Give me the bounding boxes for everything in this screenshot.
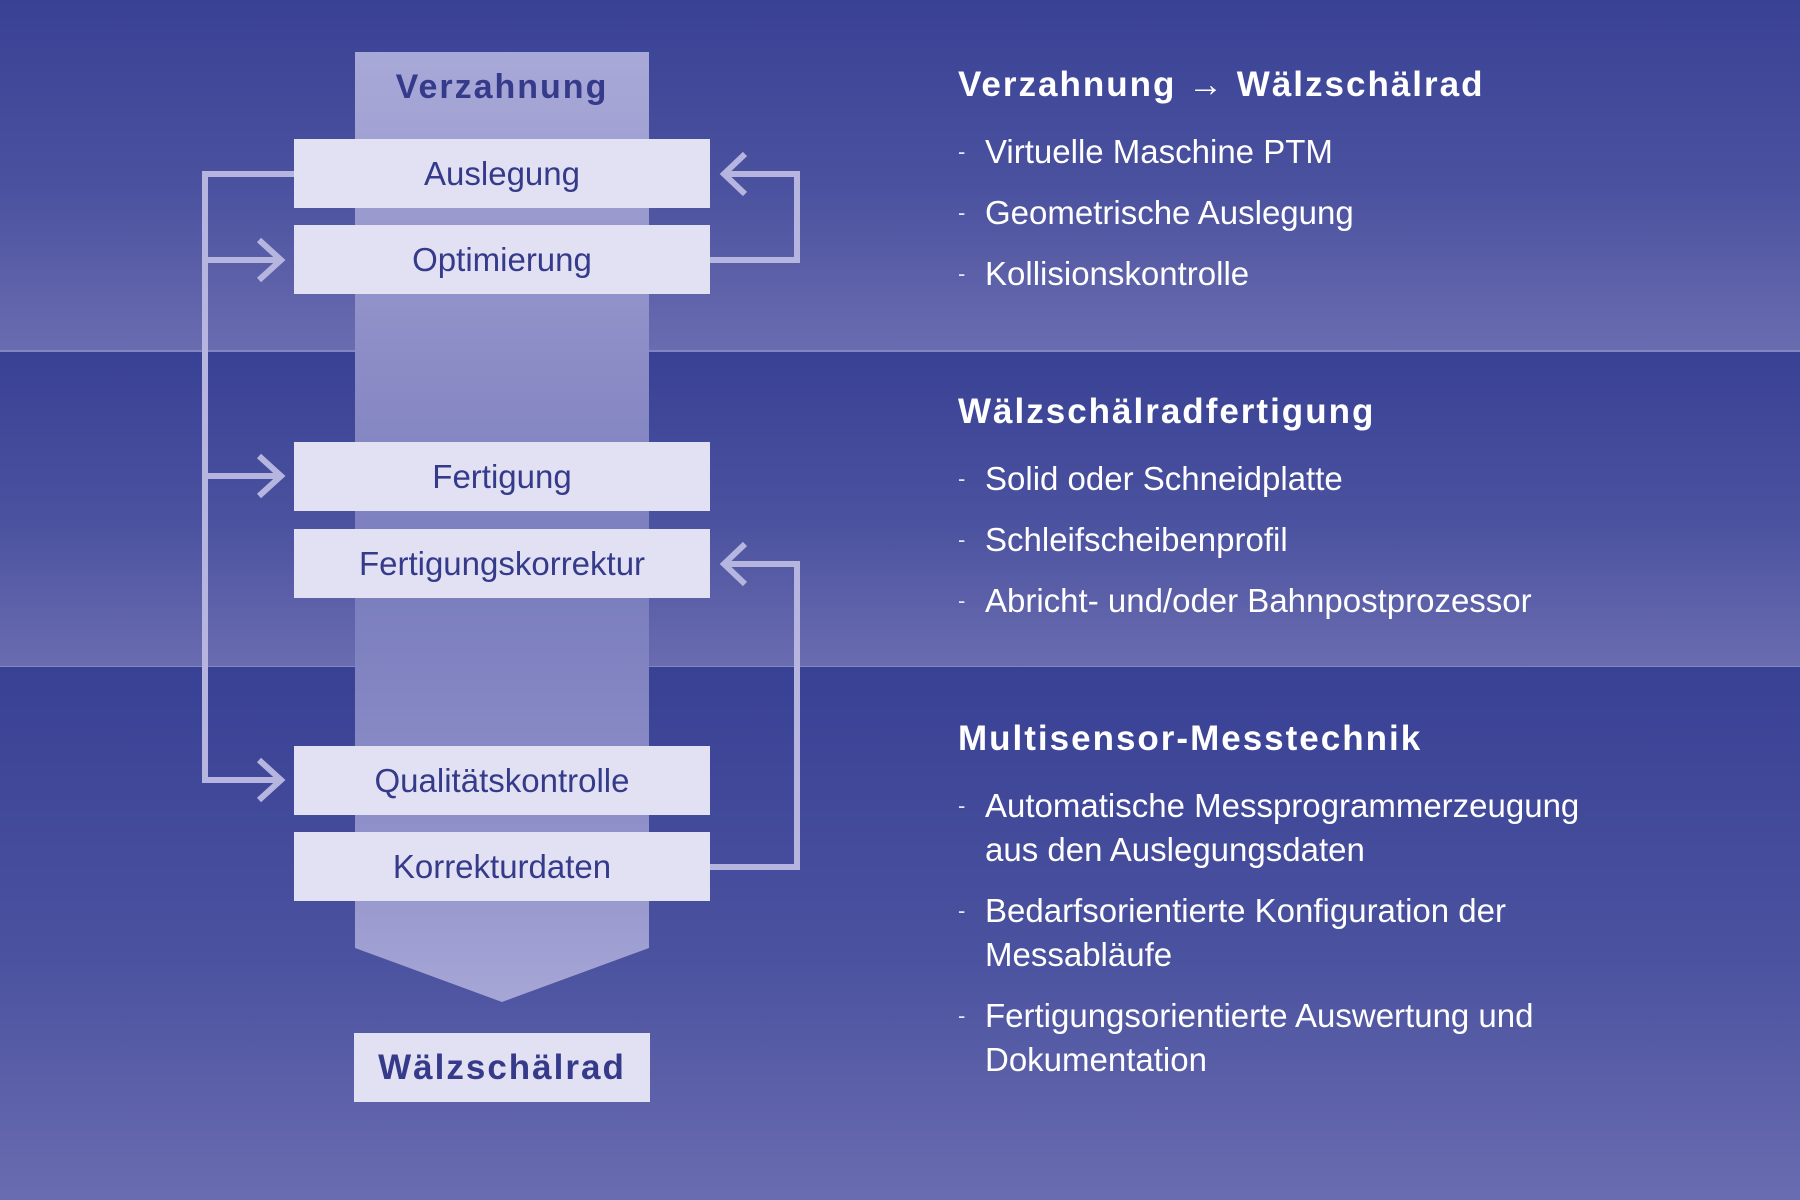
list-item: -Schleifscheibenprofil	[958, 518, 1758, 562]
dash-bullet: -	[958, 200, 966, 225]
arrow-head-right	[719, 541, 748, 587]
list-item: -Geometrische Auslegung	[958, 191, 1758, 235]
step-box-qualitaetskontrolle: Qualitätskontrolle	[294, 746, 710, 815]
list-item: -Virtuelle Maschine PTM	[958, 130, 1758, 174]
dash-bullet: -	[958, 588, 966, 613]
section-title: Verzahnung → Wälzschälrad	[958, 65, 1485, 104]
step-box-fertigungskorrektur: Fertigungskorrektur	[294, 529, 710, 598]
section-title: Multisensor-Messtechnik	[958, 719, 1423, 758]
feedback-loop-correction	[710, 541, 800, 870]
feedback-loop-design	[710, 151, 800, 263]
step-box-korrekturdaten: Korrekturdaten	[294, 832, 710, 901]
arrow-head-left	[256, 237, 286, 803]
list-item: -Kollisionskontrolle	[958, 252, 1758, 296]
section-measurement: Multisensor-Messtechnik -Automatische Me…	[958, 718, 1588, 1099]
feedback-line-left	[202, 171, 294, 783]
column-title: Verzahnung	[395, 67, 609, 106]
step-box-auslegung: Auslegung	[294, 139, 710, 208]
list-item: -Abricht- und/oder Bahnpostprozessor	[958, 579, 1758, 623]
dash-bullet: -	[958, 898, 966, 923]
section-list: -Automatische Messprogrammerzeugung aus …	[958, 784, 1588, 1082]
result-box: Wälzschälrad	[354, 1033, 650, 1102]
dash-bullet: -	[958, 1003, 966, 1028]
dash-bullet: -	[958, 466, 966, 491]
list-item: -Automatische Messprogrammerzeugung aus …	[958, 784, 1588, 872]
section-list: -Solid oder Schneidplatte -Schleifscheib…	[958, 457, 1758, 623]
dash-bullet: -	[958, 261, 966, 286]
list-item: -Bedarfsorientierte Konfiguration der Me…	[958, 889, 1588, 977]
step-box-optimierung: Optimierung	[294, 225, 710, 294]
step-box-fertigung: Fertigung	[294, 442, 710, 511]
band-divider	[0, 350, 1800, 352]
list-item: -Fertigungsorientierte Auswertung und Do…	[958, 994, 1588, 1082]
dash-bullet: -	[958, 793, 966, 818]
list-item: -Solid oder Schneidplatte	[958, 457, 1758, 501]
arrow-head-right	[719, 151, 748, 197]
section-title: Wälzschälradfertigung	[958, 392, 1376, 431]
section-design: Verzahnung → Wälzschälrad -Virtuelle Mas…	[958, 64, 1758, 313]
section-list: -Virtuelle Maschine PTM -Geometrische Au…	[958, 130, 1758, 296]
dash-bullet: -	[958, 527, 966, 552]
section-manufacturing: Wälzschälradfertigung -Solid oder Schnei…	[958, 391, 1758, 640]
dash-bullet: -	[958, 139, 966, 164]
